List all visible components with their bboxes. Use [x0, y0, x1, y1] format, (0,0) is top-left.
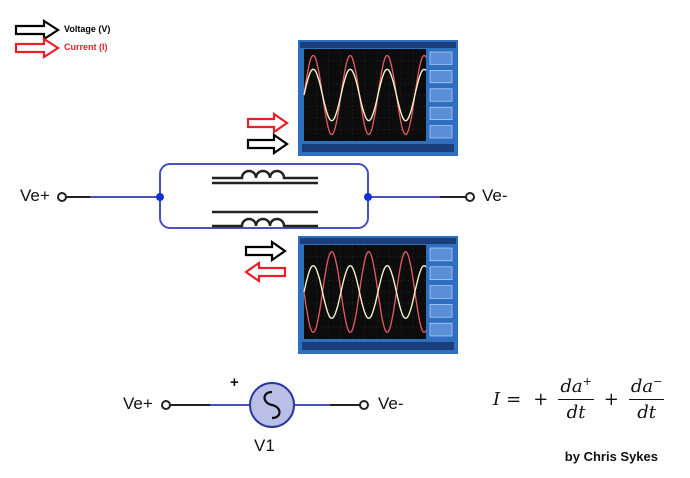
- inductor-lower: [212, 210, 318, 228]
- formula-term-negative: da− dt: [628, 375, 665, 423]
- current-arrow-bottom-left: [244, 260, 287, 284]
- formula-term2-den: dt: [637, 402, 657, 423]
- scope-info-strip: [302, 342, 454, 350]
- legend-voltage-label: Voltage (V): [64, 24, 111, 34]
- source-name-label: V1: [254, 436, 275, 455]
- inductor-upper: [212, 169, 318, 185]
- formula-term-positive: da+ dt: [558, 375, 594, 423]
- scope-menu-button: [429, 106, 453, 120]
- scope-menu-button: [429, 70, 453, 84]
- oscilloscope-top: [298, 40, 458, 156]
- terminal-label-bottom-left: Ve+: [123, 394, 153, 413]
- scope-menu-button: [429, 322, 453, 337]
- scope-status-bar: [300, 42, 456, 48]
- formula-term1-den: dt: [566, 402, 586, 423]
- current-formula: I = + da+ dt + da− dt: [493, 375, 668, 423]
- formula-plus: +: [603, 388, 619, 410]
- current-trace: [303, 250, 427, 334]
- voltage-trace: [303, 264, 427, 320]
- terminal-bottom-left: [161, 400, 171, 410]
- oscilloscope-bottom: [298, 236, 458, 354]
- formula-lhs: I: [493, 388, 501, 410]
- author-credit: by Chris Sykes: [564, 449, 658, 464]
- terminal-label-top-right: Ve-: [482, 186, 508, 205]
- junction-node-right: [364, 193, 372, 201]
- legend-current-label: Current (I): [64, 42, 108, 52]
- terminal-label-bottom-right: Ve-: [378, 394, 404, 413]
- scope-info-strip: [302, 144, 454, 152]
- voltage-arrow-top-right: [246, 132, 289, 156]
- formula-equals: =: [506, 388, 522, 410]
- scope-menu-button: [429, 304, 453, 318]
- scope-menu-button: [429, 51, 453, 65]
- source-polarity-mark: +: [230, 374, 239, 391]
- terminal-bottom-right: [359, 400, 369, 410]
- legend-current-arrow: [14, 36, 61, 60]
- formula-term2-sup: −: [653, 375, 663, 388]
- scope-status-bar: [300, 238, 456, 244]
- voltage-arrow-bottom-right: [244, 239, 287, 263]
- terminal-top-left: [57, 192, 67, 202]
- scope-menu-button: [429, 266, 453, 280]
- terminal-label-top-left: Ve+: [20, 186, 50, 205]
- ac-source-symbol: [249, 382, 295, 428]
- scope-menu-button: [429, 88, 453, 102]
- terminal-top-right: [465, 192, 475, 202]
- legend-voltage-arrow: [14, 18, 61, 42]
- formula-term2-num: da: [630, 376, 654, 397]
- formula-term1-sup: +: [582, 375, 592, 388]
- voltage-trace: [303, 68, 427, 122]
- current-arrow-top-right: [246, 111, 289, 135]
- formula-sign: +: [533, 388, 549, 410]
- formula-term1-num: da: [560, 376, 583, 397]
- scope-menu-button: [429, 285, 453, 299]
- scope-menu-button: [429, 247, 453, 262]
- scope-menu-button: [429, 125, 453, 139]
- current-trace: [303, 54, 427, 136]
- junction-node-left: [156, 193, 164, 201]
